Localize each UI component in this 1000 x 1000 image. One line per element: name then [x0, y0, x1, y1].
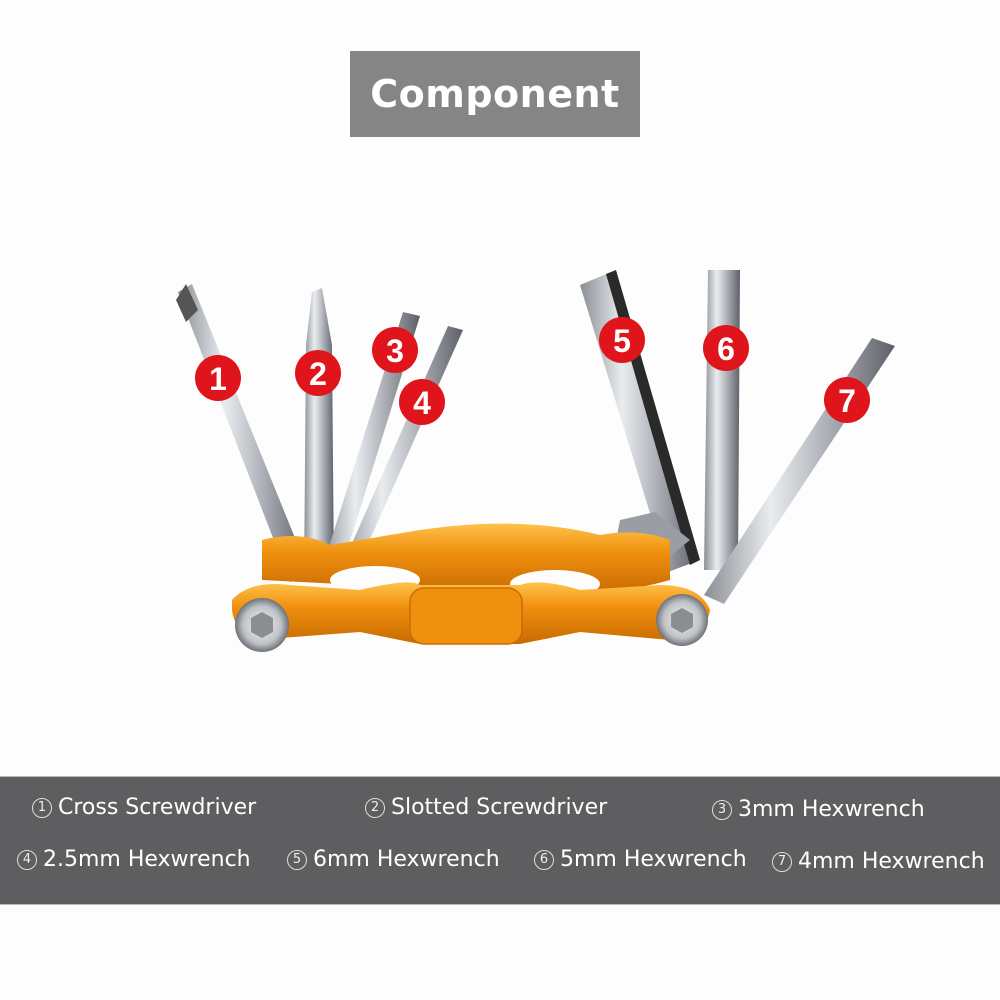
svg-text:3: 3 [386, 333, 404, 369]
legend-item-3mm-hexwrench: 3 3mm Hexwrench [712, 797, 925, 822]
legend-item-5mm-hexwrench: 6 5mm Hexwrench [534, 847, 747, 872]
legend-item-slotted-screwdriver: 2 Slotted Screwdriver [365, 795, 607, 820]
callout-badge-2: 2 [295, 350, 341, 396]
legend-item-cross-screwdriver: 1 Cross Screwdriver [32, 795, 256, 820]
legend-item-2.5mm-hexwrench: 4 2.5mm Hexwrench [17, 847, 251, 872]
tool-body [232, 523, 710, 645]
legend-label: 3mm Hexwrench [738, 797, 925, 822]
callout-badge-6: 6 [703, 325, 749, 371]
multi-tool-illustration: 1 2 3 4 5 6 7 [176, 270, 895, 652]
legend-label: 2.5mm Hexwrench [43, 847, 251, 872]
legend-item-4mm-hexwrench: 7 4mm Hexwrench [772, 849, 985, 874]
svg-text:7: 7 [838, 383, 856, 419]
legend-label: Slotted Screwdriver [391, 795, 608, 820]
legend-label: 5mm Hexwrench [560, 847, 747, 872]
callout-badge-3: 3 [372, 327, 418, 373]
number-circle-icon: 3 [712, 799, 732, 820]
svg-text:4: 4 [413, 385, 431, 421]
number-circle-icon: 1 [32, 797, 52, 818]
number-circle-icon: 5 [287, 849, 307, 870]
svg-text:2: 2 [309, 356, 327, 392]
callout-badge-7: 7 [824, 377, 870, 423]
number-circle-icon: 6 [534, 849, 554, 870]
svg-text:6: 6 [717, 331, 735, 367]
number-circle-icon: 7 [772, 851, 792, 872]
title-banner: Component [350, 51, 640, 137]
page-title: Component [370, 72, 620, 116]
callout-badge-1: 1 [195, 355, 241, 401]
legend-label: 4mm Hexwrench [798, 849, 985, 874]
pivot-bolt-left [235, 598, 289, 652]
tool-3mm-hexwrench [320, 312, 420, 580]
svg-text:1: 1 [209, 361, 227, 397]
legend-label: Cross Screwdriver [58, 795, 257, 820]
legend-item-6mm-hexwrench: 5 6mm Hexwrench [287, 847, 500, 872]
legend-label: 6mm Hexwrench [313, 847, 500, 872]
tool-slotted-screwdriver [304, 288, 334, 580]
number-circle-icon: 2 [365, 797, 385, 818]
pivot-bolt-right [656, 594, 708, 646]
component-legend: 1 Cross Screwdriver 2 Slotted Screwdrive… [0, 776, 1000, 905]
number-circle-icon: 4 [17, 849, 37, 870]
svg-text:5: 5 [613, 323, 631, 359]
callout-badge-5: 5 [599, 317, 645, 363]
callout-badge-4: 4 [399, 379, 445, 425]
tool-5mm-hexwrench [704, 270, 740, 570]
